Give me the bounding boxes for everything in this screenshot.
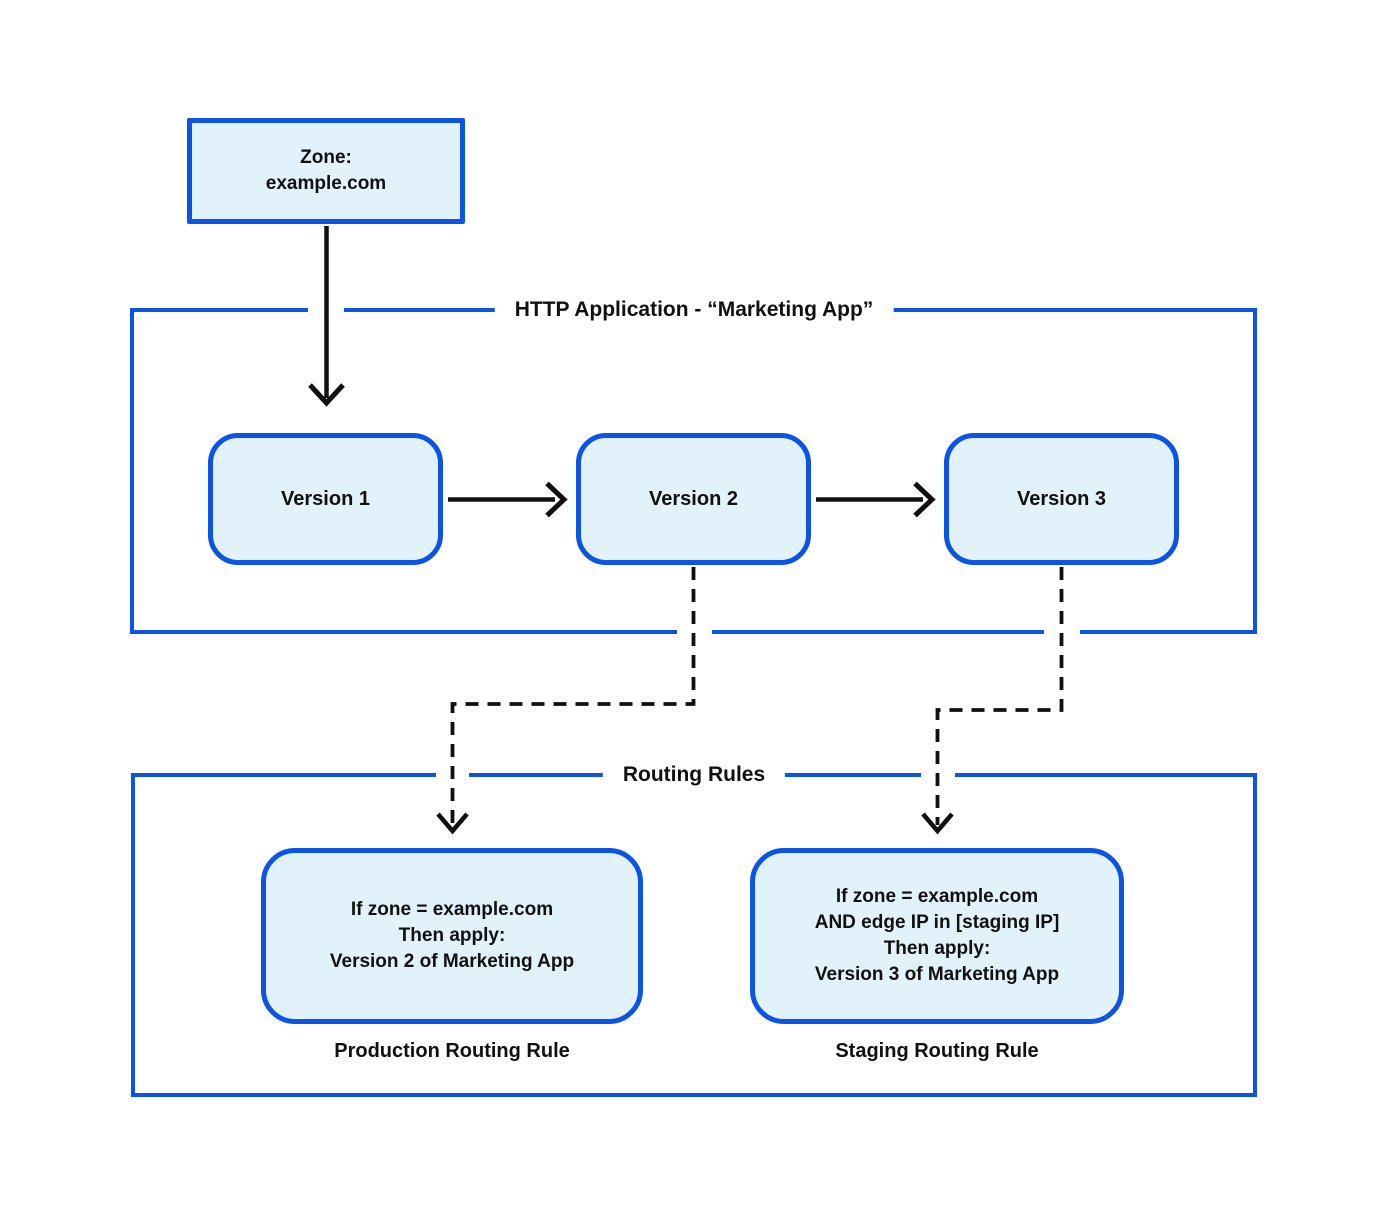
staging-rule-box: If zone = example.com AND edge IP in [st… [750,848,1124,1024]
routing-rules-title: Routing Rules [602,761,786,789]
version-1-box: Version 1 [208,433,443,565]
border-gap [436,770,469,782]
staging-rule-caption: Staging Routing Rule [835,1040,1039,1062]
zone-box: Zone: example.com [187,118,465,224]
production-rule-box: If zone = example.com Then apply: Versio… [261,848,643,1024]
border-gap [921,770,955,782]
border-gap [1044,627,1080,639]
border-gap [308,305,344,317]
version-2-box: Version 2 [576,433,811,565]
production-rule-caption: Production Routing Rule [334,1040,570,1062]
http-application-title: HTTP Application - “Marketing App” [494,296,894,324]
border-gap [677,627,712,639]
version-3-box: Version 3 [944,433,1179,565]
